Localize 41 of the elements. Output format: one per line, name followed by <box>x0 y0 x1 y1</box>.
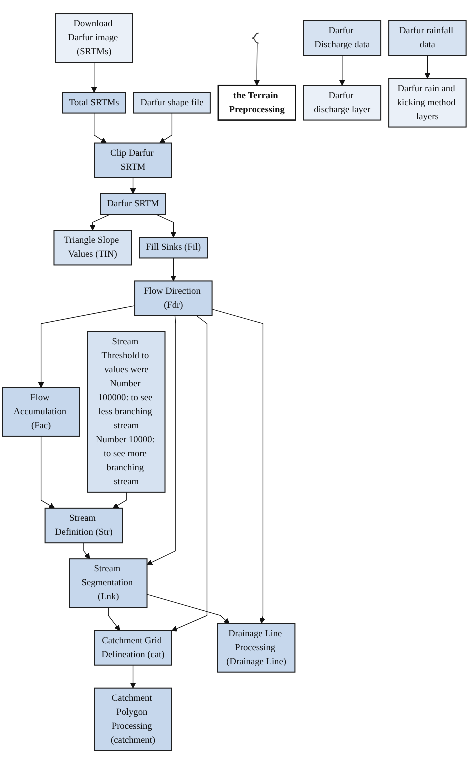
node-box: Download Darfur image (SRTMs) <box>55 14 134 64</box>
node-box: Fill Sinks (Fil) <box>139 237 208 259</box>
node-box: Darfur Discharge data <box>303 20 382 56</box>
arrow <box>156 214 177 238</box>
arrow <box>94 112 107 144</box>
arrow <box>130 665 136 689</box>
arrow <box>130 178 136 194</box>
node-box: the Terrain Preprocessing <box>218 84 296 121</box>
arrow <box>170 258 177 282</box>
node-box: Clip Darfur SRTM <box>94 142 172 178</box>
arrow <box>90 214 111 231</box>
node-box: Stream Definition (Str) <box>44 508 124 544</box>
arrow <box>84 542 90 560</box>
node-box: Flow Direction (Fdr) <box>134 280 213 316</box>
arrow <box>172 316 208 632</box>
arrow <box>160 112 173 144</box>
node-box: Flow Accumulation (Fac) <box>2 387 80 437</box>
arrow <box>146 594 230 624</box>
node-box: Catchment Polygon Processing (catchment) <box>94 688 172 752</box>
node-box: Darfur rainfall data <box>388 20 467 56</box>
arrow <box>424 55 431 79</box>
node-box: Drainage Line Processing (Drainage Line) <box>217 623 296 673</box>
node-box: Darfur discharge layer <box>303 85 382 121</box>
node-box: Stream Threshold to values were Number 100000: to see less branching stream Number 10000: to see more branching stream <box>87 331 166 493</box>
node-box: Darfur rain and kicking method layers <box>388 78 467 128</box>
arrow <box>147 316 176 566</box>
node-box: Darfur shape file <box>133 92 211 114</box>
node-box: Total SRTMs <box>62 92 126 114</box>
node-box: Stream Segmentation (Lnk) <box>69 558 148 608</box>
node-box: Catchment Grid Delineation (cat) <box>94 630 172 666</box>
node-bracket <box>252 32 260 44</box>
arrow <box>339 55 346 86</box>
node-box: Triangle Slope Values (TIN) <box>54 230 132 266</box>
arrow <box>38 306 136 388</box>
node-box: Darfur SRTM <box>100 193 166 216</box>
arrow <box>40 436 56 509</box>
arrow <box>212 309 266 624</box>
arrow <box>254 43 260 86</box>
arrow <box>91 62 98 93</box>
arrow <box>112 492 127 509</box>
arrow <box>108 607 120 631</box>
